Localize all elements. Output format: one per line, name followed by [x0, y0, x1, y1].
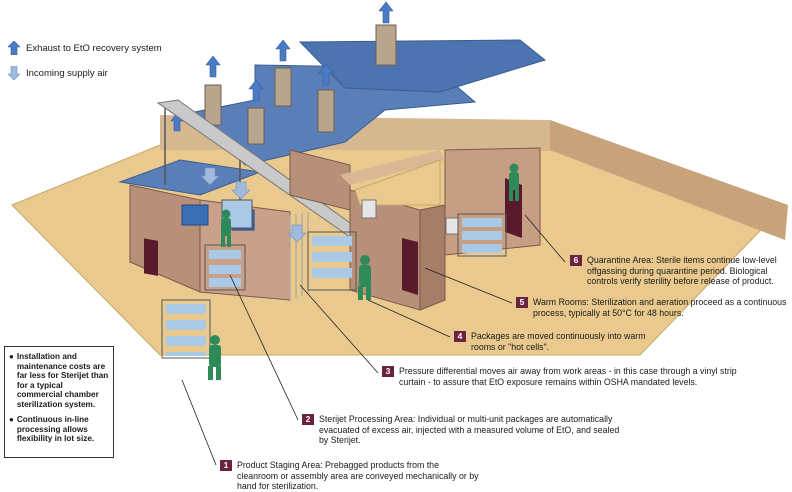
- supply-arrow-icon: [200, 167, 220, 186]
- bullet-icon: ●: [9, 352, 14, 361]
- legend-exhaust-label: Exhaust to EtO recovery system: [26, 42, 162, 54]
- warm-room-wall: [419, 204, 446, 311]
- exhaust-arrow-icon: [275, 39, 291, 62]
- legend-exhaust: Exhaust to EtO recovery system: [8, 41, 162, 55]
- note-item: ● Installation and maintenance costs are…: [9, 352, 109, 409]
- door: [402, 238, 418, 295]
- supply-arrow-icon: [287, 224, 307, 243]
- exhaust-arrow-icon: [318, 63, 334, 86]
- package-cart: [457, 213, 507, 257]
- exhaust-arrow-icon: [248, 79, 264, 102]
- callout-2: 2 Sterijet Processing Area: Individual o…: [302, 414, 624, 446]
- warm-room-wall: [354, 159, 441, 206]
- supply-arrow-icon: [231, 181, 251, 200]
- worker: [358, 255, 371, 300]
- callout-text: Sterijet Processing Area: Individual or …: [319, 414, 620, 446]
- exhaust-duct: [375, 24, 397, 66]
- notes-box: ● Installation and maintenance costs are…: [4, 346, 114, 458]
- worker: [221, 209, 231, 247]
- callout-text: Warm Rooms: Sterilization and aeration p…: [533, 297, 787, 318]
- callout-1: 1 Product Staging Area: Prebagged produc…: [220, 460, 482, 492]
- callout-text: Quarantine Area: Sterile items continue …: [587, 255, 777, 287]
- bullet-icon: ●: [9, 415, 14, 425]
- package-cart: [307, 231, 357, 291]
- callout-text: Pressure differential moves air away fro…: [399, 366, 737, 387]
- warm-room-wall: [340, 150, 445, 185]
- callout-5: 5 Warm Rooms: Sterilization and aeration…: [516, 297, 788, 318]
- exhaust-arrow-icon: [8, 41, 20, 55]
- door: [144, 238, 158, 276]
- exhaust-duct: [247, 107, 265, 145]
- window: [361, 199, 377, 219]
- package-cart: [161, 299, 211, 359]
- exhaust-arrow-icon: [205, 55, 221, 78]
- callout-number: 4: [454, 331, 466, 342]
- legend-supply-label: Incoming supply air: [26, 67, 108, 79]
- callout-number: 1: [220, 460, 232, 471]
- sterijet-machine: [181, 204, 209, 226]
- callout-6: 6 Quarantine Area: Sterile items continu…: [570, 255, 792, 287]
- callout-text: Packages are moved continuously into war…: [471, 331, 646, 352]
- note-text: Continuous in-line processing allows fle…: [16, 415, 95, 444]
- note-text: Installation and maintenance costs are f…: [16, 352, 109, 409]
- note-item: ● Continuous in-line processing allows f…: [9, 415, 109, 444]
- worker: [509, 163, 519, 201]
- roof-upper: [298, 39, 547, 93]
- exhaust-duct: [274, 67, 292, 107]
- exhaust-duct: [317, 89, 335, 133]
- callout-number: 2: [302, 414, 314, 425]
- exhaust-duct: [204, 84, 222, 126]
- exhaust-arrow-icon: [378, 1, 394, 24]
- package-cart: [204, 244, 246, 291]
- window: [445, 217, 459, 235]
- worker: [208, 335, 221, 380]
- callout-3: 3 Pressure differential moves air away f…: [382, 366, 739, 387]
- leader-line: [181, 214, 566, 466]
- callout-text: Product Staging Area: Prebagged products…: [237, 460, 479, 492]
- callout-number: 3: [382, 366, 394, 377]
- callout-4: 4 Packages are moved continuously into w…: [454, 331, 671, 352]
- callout-number: 6: [570, 255, 582, 266]
- legend-supply: Incoming supply air: [8, 66, 108, 80]
- callout-number: 5: [516, 297, 528, 308]
- outer-right-wall: [550, 120, 788, 240]
- supply-arrow-icon: [8, 66, 20, 80]
